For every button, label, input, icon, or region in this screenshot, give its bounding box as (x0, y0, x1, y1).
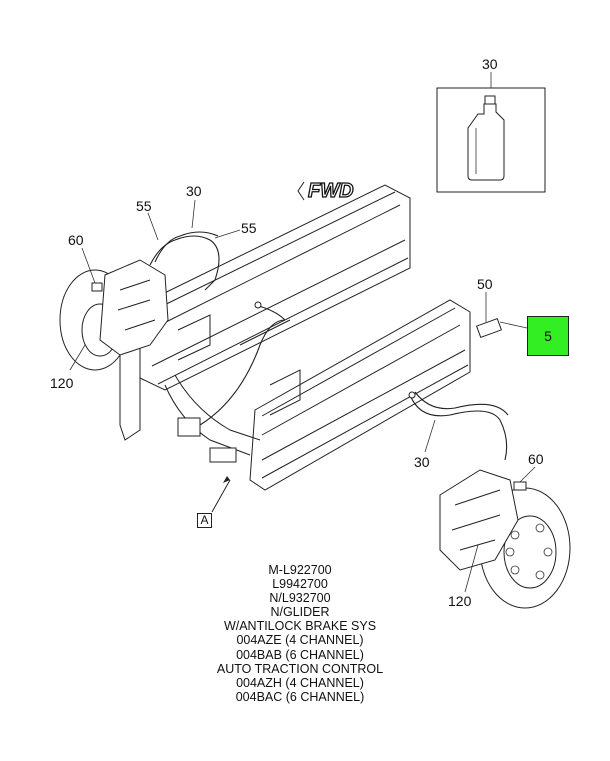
caption-line: 004BAB (6 CHANNEL) (236, 647, 364, 662)
applicability-caption: M-L922700 L9942700 N/L932700 N/GLIDER W/… (185, 563, 415, 704)
bottle-inset (436, 72, 546, 193)
callout-hose-left: 30 (186, 183, 202, 199)
caption-line: N/GLIDER (270, 605, 330, 620)
highlighted-part-callout[interactable]: 5 (527, 316, 569, 356)
callout-sensor-right: 60 (528, 451, 544, 467)
right-wheel-sensor (513, 481, 527, 491)
highlighted-part-number: 5 (544, 328, 552, 344)
abs-valve (209, 447, 237, 463)
frame-rail-front (249, 299, 471, 491)
cross-member (164, 301, 291, 513)
callout-valve-right: 50 (477, 276, 493, 292)
caption-line: 004AZE (4 CHANNEL) (236, 633, 364, 648)
callout-rotor-left: 120 (50, 375, 74, 391)
left-brake-assembly (59, 231, 220, 371)
forward-arrow-icon (297, 181, 305, 201)
caption-line: W/ANTILOCK BRAKE SYS (223, 619, 377, 634)
modulator-valve (475, 317, 528, 339)
callout-bottle: 30 (482, 56, 498, 72)
caption-line: 004AZH (4 CHANNEL) (236, 675, 364, 690)
callout-hose-left-a: 55 (136, 198, 152, 214)
callout-rotor-right: 120 (448, 593, 472, 609)
caption-line: L9942700 (272, 577, 328, 592)
left-wheel-sensor (91, 282, 103, 292)
caption-line: N/L932700 (269, 591, 331, 606)
leader-lines (69, 199, 536, 593)
forward-indicator: FWD (297, 179, 354, 203)
right-brake-assembly (408, 391, 571, 609)
caption-line: AUTO TRACTION CONTROL (216, 661, 384, 676)
fwd-label: FWD (308, 180, 354, 202)
caption-line: 004BAC (6 CHANNEL) (235, 689, 365, 704)
section-marker: A (197, 513, 212, 528)
callouts: 30 30 55 55 60 120 50 30 60 120 (50, 56, 544, 609)
callout-sensor-left: 60 (68, 232, 84, 248)
callout-hose-left-b: 55 (241, 220, 257, 236)
frame-rail-rear (119, 184, 411, 441)
caption-line: M-L922700 (268, 563, 332, 577)
callout-hose-right: 30 (414, 454, 430, 470)
abs-module (177, 417, 201, 437)
bottle-icon (467, 103, 505, 181)
